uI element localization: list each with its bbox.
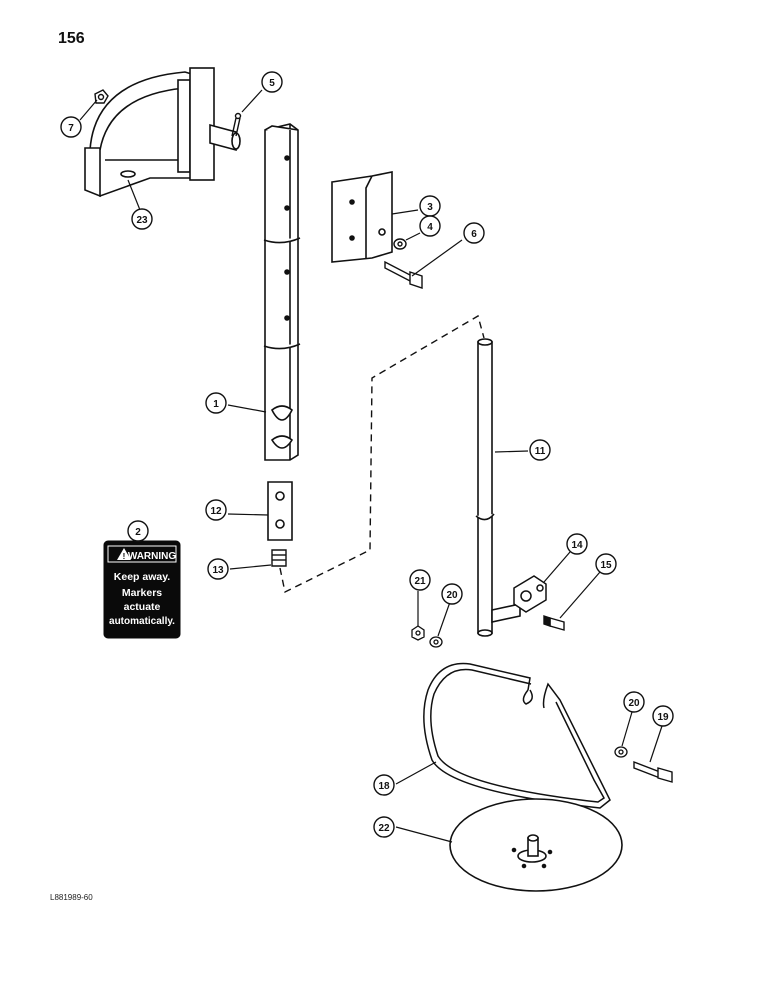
decal-line-4: automatically. <box>109 616 175 627</box>
callout-2: 2 <box>135 527 141 538</box>
decal-heading: WARNING <box>128 551 177 562</box>
callout-12: 12 <box>210 506 222 517</box>
callout-23: 23 <box>136 215 148 226</box>
marker-disc-part <box>449 798 623 892</box>
wire-scraper-part <box>423 662 611 809</box>
assembly-dashed-line <box>279 314 485 594</box>
lock-washer-part <box>393 238 407 250</box>
callout-13: 13 <box>212 565 224 576</box>
cap-screw-part <box>543 615 565 631</box>
callout-3: 3 <box>427 202 433 213</box>
long-bolt-part <box>633 760 673 783</box>
callout-1: 1 <box>213 399 219 410</box>
callout-20-lower: 20 <box>628 698 640 709</box>
marker-shaft-part <box>475 338 521 637</box>
coupling-part <box>267 481 293 541</box>
page-number: 156 <box>58 30 85 47</box>
bolt-part <box>384 260 423 289</box>
callout-5: 5 <box>269 78 275 89</box>
callout-15: 15 <box>600 560 612 571</box>
nut-part <box>94 89 109 104</box>
clamp-part <box>513 575 547 613</box>
callout-21: 21 <box>414 576 426 587</box>
warning-decal: ! WARNING Keep away. Markers actuate aut… <box>103 540 181 639</box>
callout-4: 4 <box>427 222 433 233</box>
callout-6: 6 <box>471 229 477 240</box>
decal-line-3: actuate <box>124 601 161 613</box>
callout-14: 14 <box>571 540 583 551</box>
callout-22: 22 <box>378 823 390 834</box>
callout-19: 19 <box>657 712 669 723</box>
callout-11: 11 <box>535 446 546 457</box>
figure-code: L881989-60 <box>50 893 93 902</box>
small-nut-part <box>411 625 425 641</box>
decal-line-1: Keep away. <box>114 571 170 583</box>
washer-part-upper <box>429 636 443 648</box>
marker-arm-part <box>263 123 301 461</box>
warning-triangle-icon <box>117 548 131 560</box>
bracket-plate-part <box>331 171 393 263</box>
decal-line-2: Markers <box>122 587 162 599</box>
set-screw-part <box>271 549 287 567</box>
washer-part-lower <box>614 746 628 758</box>
callout-markers <box>60 71 674 838</box>
callout-20-upper: 20 <box>446 590 458 601</box>
cotter-pin-part <box>231 112 242 137</box>
marker-bracket-part <box>84 67 241 198</box>
callout-7: 7 <box>68 123 74 134</box>
callout-numbers: 7 5 23 3 4 6 1 11 12 2 13 14 15 21 20 18… <box>68 78 669 834</box>
leader-lines <box>79 89 663 843</box>
callout-18: 18 <box>378 781 390 792</box>
svg-text:!: ! <box>123 552 126 561</box>
